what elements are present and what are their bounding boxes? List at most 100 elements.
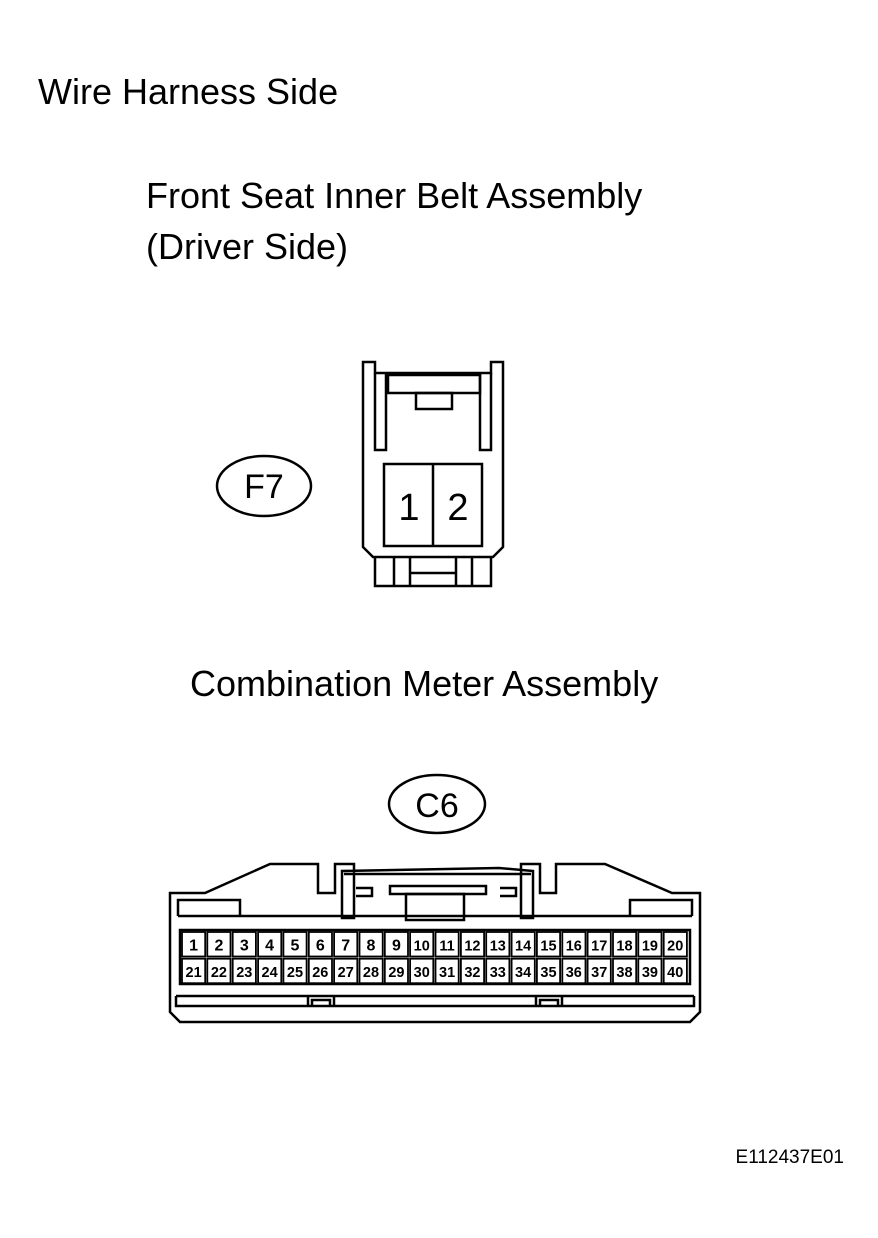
c6-code-oval [387,773,487,835]
f7-housing [361,360,505,559]
c6-key [404,892,466,922]
c6-pin-cell [181,957,207,985]
c6-pin-8: 8 [367,938,376,955]
c6-lock-bar [344,872,531,898]
f7-pin-2: 2 [447,487,468,529]
c6-pin-25: 25 [287,965,303,981]
c6-pin-cell [662,957,688,985]
c6-pin-cell [510,931,536,958]
c6-pin-cell [434,931,460,958]
c6-pin-6: 6 [316,938,325,955]
c6-pin-38: 38 [616,965,632,981]
f7-component-name: Front Seat Inner Belt Assembly [146,175,643,216]
c6-pin-33: 33 [490,965,506,981]
c6-pin-31: 31 [439,965,455,981]
c6-pin-27: 27 [338,965,354,981]
c6-pin-cell [409,957,435,985]
f7-key [414,391,454,411]
c6-pin-26: 26 [312,965,328,981]
c6-pin-cell [358,931,384,958]
c6-pin-cell [612,957,638,985]
c6-pin-1: 1 [189,938,198,955]
c6-pin-24: 24 [262,965,278,981]
c6-pin-17: 17 [591,939,607,955]
c6-pin-10: 10 [414,939,430,955]
c6-pin-cell [282,957,308,985]
c6-pin-cell [307,931,333,958]
c6-pin-cell [282,931,308,958]
f7-code-label: F7 [244,468,284,506]
c6-pin-cell [612,931,638,958]
c6-component-name: Combination Meter Assembly [190,663,659,704]
c6-housing [168,862,702,1024]
c6-pin-cell [637,931,663,958]
c6-pin-36: 36 [566,965,582,981]
c6-pin-cell [181,931,207,958]
c6-pin-cell [358,957,384,985]
c6-pin-4: 4 [265,938,274,955]
c6-pin-cell [485,957,511,985]
c6-bottom-rail [174,994,696,1008]
c6-pin-cell [459,931,485,958]
c6-pin-11: 11 [439,939,454,955]
c6-pin-cell [536,931,562,958]
c6-pin-cell [231,931,257,958]
c6-pin-30: 30 [414,965,430,981]
c6-pin-28: 28 [363,965,379,981]
c6-pin-cell [637,957,663,985]
f7-code-oval [215,454,313,518]
c6-pin-cell [586,957,612,985]
c6-pin-cell [485,931,511,958]
c6-pin-cell [383,931,409,958]
f7-latch-left [373,373,388,452]
c6-pin-cell [586,931,612,958]
c6-pin-cell [231,957,257,985]
c6-pin-22: 22 [211,965,227,981]
c6-pin-3: 3 [240,938,249,955]
c6-pin-14: 14 [515,939,531,955]
c6-pin-37: 37 [591,965,607,981]
c6-pin-15: 15 [540,939,556,955]
c6-pin-39: 39 [642,965,658,981]
f7-component-subtitle: (Driver Side) [146,226,349,267]
c6-pin-cell [257,931,283,958]
c6-pin-19: 19 [642,939,658,955]
c6-pin-7: 7 [341,938,350,955]
c6-pin-cell [561,957,587,985]
c6-pin-13: 13 [490,939,506,955]
c6-inner-shell [176,898,694,918]
c6-pin-cell [409,931,435,958]
figure-code: E112437E01 [735,1147,844,1168]
c6-pin-23: 23 [236,965,252,981]
c6-pin-18: 18 [616,939,632,955]
c6-pin-29: 29 [388,965,404,981]
c6-pin-20: 20 [667,939,683,955]
f7-pin-1: 1 [398,487,419,529]
c6-pin-cell [510,957,536,985]
c6-pin-2: 2 [214,938,223,955]
c6-pin-cell [333,957,359,985]
c6-pin-9: 9 [392,938,401,955]
c6-pin-cell [206,931,232,958]
c6-pin-35: 35 [540,965,556,981]
c6-pin-12: 12 [464,939,480,955]
f7-latch-right [478,373,493,452]
page-title: Wire Harness Side [38,71,339,112]
f7-bottom-tab [373,557,493,588]
connector-f7: F7 1 2 [215,360,505,588]
f7-top-bar [386,373,482,395]
c6-pin-cell [459,957,485,985]
c6-pin-16: 16 [566,939,582,955]
c6-pin-21: 21 [186,965,202,981]
c6-pin-32: 32 [464,965,480,981]
c6-pin-40: 40 [667,965,683,981]
c6-pin-cell [383,957,409,985]
c6-pin-cell [662,931,688,958]
c6-pin-cell [434,957,460,985]
c6-pin-cell [333,931,359,958]
c6-code-label: C6 [415,787,458,825]
c6-pin-cell [536,957,562,985]
